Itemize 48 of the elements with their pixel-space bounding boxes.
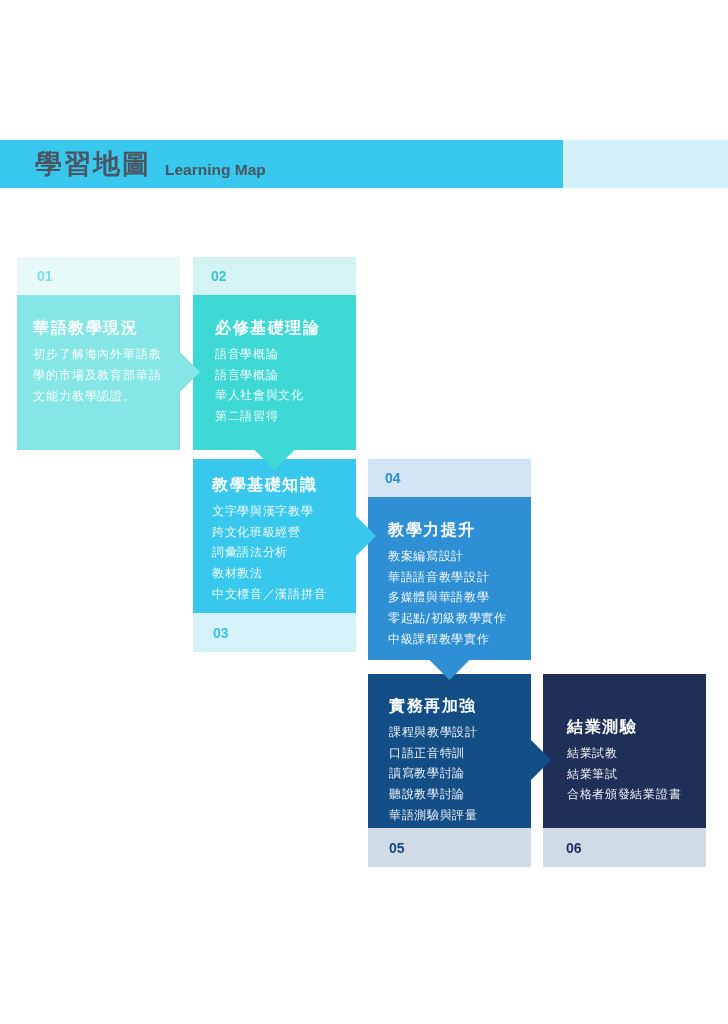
course-item: 華語語音教學設計 bbox=[388, 568, 490, 586]
step-card bbox=[368, 459, 531, 660]
step-heading: 教學力提升 bbox=[388, 520, 476, 540]
course-item: 零起點/初級教學實作 bbox=[388, 610, 507, 628]
step-heading: 華語教學現況 bbox=[33, 318, 138, 338]
page-title: 學習地圖 bbox=[35, 147, 151, 181]
course-item: 教材教法 bbox=[212, 565, 263, 583]
step-heading: 實務再加強 bbox=[389, 696, 477, 716]
course-item: 華語測驗與評量 bbox=[389, 806, 478, 824]
course-item: 結業筆試 bbox=[567, 765, 618, 783]
step-card bbox=[543, 674, 706, 867]
course-item: 中級課程教學實作 bbox=[388, 630, 490, 648]
step-number: 01 bbox=[37, 267, 53, 285]
arrow bbox=[429, 659, 470, 680]
arrow bbox=[254, 449, 295, 470]
course-item: 教案編寫設計 bbox=[388, 548, 465, 565]
step-heading: 必修基礎理論 bbox=[215, 318, 320, 338]
step-card bbox=[368, 674, 531, 867]
course-item: 跨文化班級經營 bbox=[212, 523, 301, 541]
step-number: 03 bbox=[213, 623, 229, 642]
course-item: 聽說教學討論 bbox=[389, 786, 466, 804]
course-item: 第二語習得 bbox=[215, 408, 279, 426]
step-heading: 結業測驗 bbox=[567, 717, 637, 737]
course-item: 文字學與漢字教學 bbox=[212, 503, 314, 520]
course-item: 語言學概論 bbox=[215, 366, 279, 384]
step-number: 02 bbox=[211, 267, 227, 285]
course-item: 中文標音／漢語拼音 bbox=[212, 585, 327, 603]
course-item: 詞彙語法分析 bbox=[212, 544, 289, 562]
step-number: 04 bbox=[385, 469, 401, 487]
arrow bbox=[530, 740, 551, 780]
arrow bbox=[179, 352, 200, 392]
course-item: 結業試教 bbox=[567, 745, 618, 762]
step-heading: 教學基礎知識 bbox=[212, 475, 317, 495]
course-item: 語音學概論 bbox=[215, 346, 279, 363]
step-card bbox=[193, 257, 356, 450]
course-item: 華人社會與文化 bbox=[215, 387, 304, 405]
step-card bbox=[17, 257, 180, 450]
course-item: 多媒體與華語教學 bbox=[388, 589, 490, 607]
course-item: 合格者頒發結業證書 bbox=[567, 786, 682, 804]
arrow bbox=[355, 516, 376, 556]
description-text: 初步了解海內外華語教學的市場及教育部華語文能力教學認證。 bbox=[33, 346, 163, 405]
course-item: 讀寫教學討論 bbox=[389, 765, 466, 783]
page-subtitle: Learning Map bbox=[165, 160, 266, 180]
course-item: 口語正音特訓 bbox=[389, 744, 466, 762]
step-number: 05 bbox=[389, 838, 405, 857]
step-card bbox=[193, 459, 356, 652]
course-item: 課程與教學設計 bbox=[389, 724, 478, 741]
step-number: 06 bbox=[566, 838, 582, 857]
